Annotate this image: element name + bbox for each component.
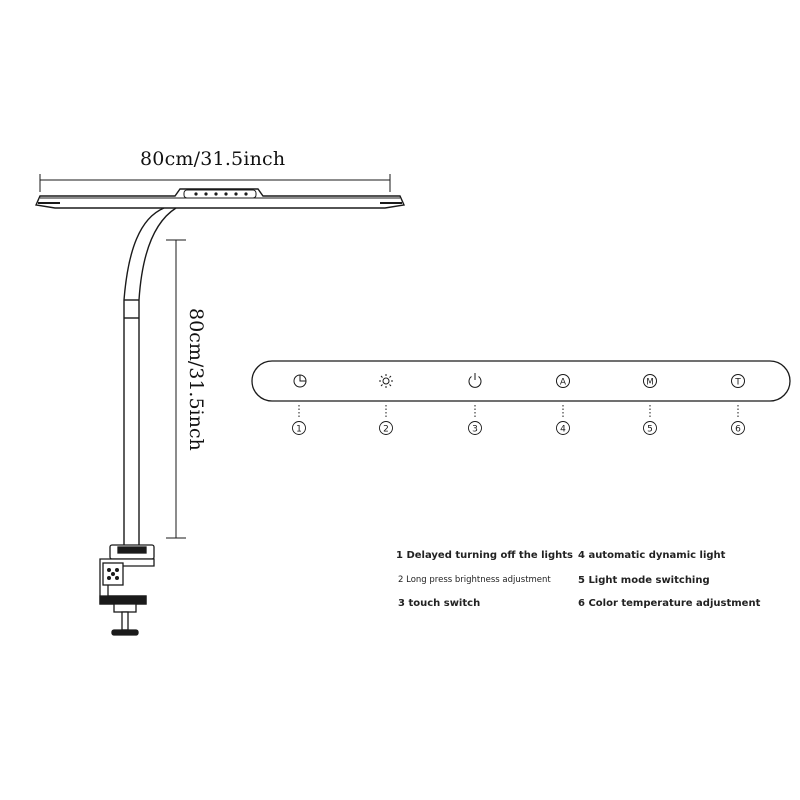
svg-text:2: 2 [383, 425, 389, 435]
letter-t-icon: T [731, 374, 745, 388]
panel-number-6: 6 [731, 421, 745, 435]
width-dimension-label: 80cm/31.5inch [140, 148, 286, 170]
panel-numbers: 1 2 3 4 5 [292, 421, 745, 435]
width-dimension-line [39, 174, 391, 192]
legend-item-4: 4 automatic dynamic light [578, 550, 726, 561]
brightness-icon [379, 374, 393, 388]
lamp-head [34, 188, 406, 209]
height-dimension-label: 80cm/31.5inch [185, 308, 207, 451]
svg-text:6: 6 [735, 425, 741, 435]
legend-item-5: 5 Light mode switching [578, 575, 710, 586]
svg-text:1: 1 [296, 425, 302, 435]
panel-number-2: 2 [379, 421, 393, 435]
panel-number-4: 4 [556, 421, 570, 435]
panel-number-5: 5 [643, 421, 657, 435]
lamp-arm [123, 207, 177, 545]
control-panel: A M T [251, 360, 791, 435]
legend-item-1: 1 Delayed turning off the lights [396, 550, 573, 561]
svg-text:5: 5 [647, 425, 653, 435]
panel-number-3: 3 [468, 421, 482, 435]
panel-number-1: 1 [292, 421, 306, 435]
svg-text:3: 3 [472, 425, 478, 435]
letter-t-glyph: T [734, 378, 741, 388]
letter-m-icon: M [643, 374, 657, 388]
power-icon [468, 373, 482, 388]
svg-text:4: 4 [560, 425, 566, 435]
legend-item-3: 3 touch switch [398, 598, 481, 609]
desk-clamp [99, 544, 155, 636]
timer-icon [293, 374, 307, 388]
leader-lines [298, 405, 739, 417]
letter-a-icon: A [556, 374, 570, 388]
legend-item-2: 2 Long press brightness adjustment [398, 575, 551, 585]
lamp-head-buttons [194, 192, 248, 196]
height-dimension-line [166, 239, 186, 539]
letter-m-glyph: M [646, 378, 653, 388]
legend-item-6: 6 Color temperature adjustment [578, 598, 761, 609]
letter-a-glyph: A [560, 378, 567, 388]
